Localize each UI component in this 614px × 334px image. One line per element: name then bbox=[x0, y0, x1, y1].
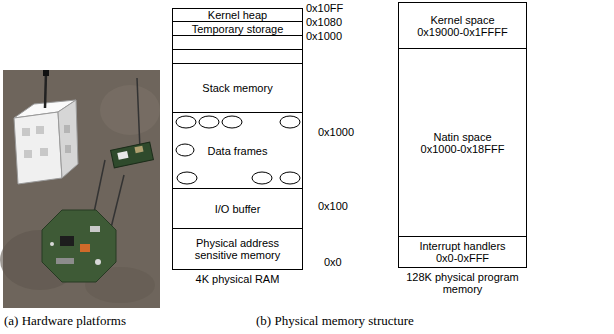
address-label: 0x100 bbox=[318, 200, 348, 212]
memory-region: Interrupt handlers0x0-0xFFF bbox=[399, 237, 526, 267]
memory-region: Stack memory bbox=[173, 63, 302, 113]
memory-region: Kernel space0x19000-0x1FFFF bbox=[399, 3, 526, 49]
region-name: Data frames bbox=[208, 145, 268, 157]
memory-region: I/O buffer bbox=[173, 189, 302, 229]
address-label: 0x1000 bbox=[306, 30, 342, 42]
column-heading: 128K physical program memory bbox=[399, 271, 526, 295]
data-frame-ovals bbox=[176, 116, 300, 184]
address-range: 0x0-0xFFF bbox=[436, 252, 489, 264]
ram-divider-lines bbox=[173, 50, 302, 64]
region-name: Kernel heap bbox=[208, 9, 267, 21]
column-heading: 4K physical RAM bbox=[173, 273, 302, 285]
memory-region: Kernel heap bbox=[173, 9, 302, 22]
memory-column: Kernel space0x19000-0x1FFFFNatin space0x… bbox=[398, 2, 527, 268]
address-label: 0x10FF bbox=[306, 2, 343, 14]
memory-column: Kernel heapTemporary storageStack memory… bbox=[172, 8, 303, 270]
address-label: 0x1080 bbox=[306, 16, 342, 28]
subfigure-caption: (a) Hardware platforms bbox=[4, 313, 126, 328]
address-label: 0x1000 bbox=[318, 126, 354, 138]
hardware-photo bbox=[0, 70, 160, 308]
region-name: Natin space bbox=[433, 131, 491, 143]
region-name: Kernel space bbox=[430, 14, 494, 26]
address-label: 0x0 bbox=[324, 256, 342, 268]
region-name: Interrupt handlers bbox=[419, 240, 505, 252]
memory-region: Natin space0x1000-0x18FFF bbox=[399, 49, 526, 237]
memory-region: Physical address sensitive memory bbox=[173, 229, 302, 269]
address-range: 0x19000-0x1FFFF bbox=[417, 26, 507, 38]
region-name: Stack memory bbox=[202, 82, 272, 94]
region-name: I/O buffer bbox=[215, 203, 261, 215]
address-range: 0x1000-0x18FFF bbox=[421, 143, 505, 155]
subfigure-caption: (b) Physical memory structure bbox=[256, 313, 414, 328]
memory-region: Temporary storage bbox=[173, 22, 302, 36]
region-name: Physical address sensitive memory bbox=[176, 237, 299, 261]
memory-region: Data frames bbox=[173, 113, 302, 189]
region-name: Temporary storage bbox=[192, 23, 284, 35]
